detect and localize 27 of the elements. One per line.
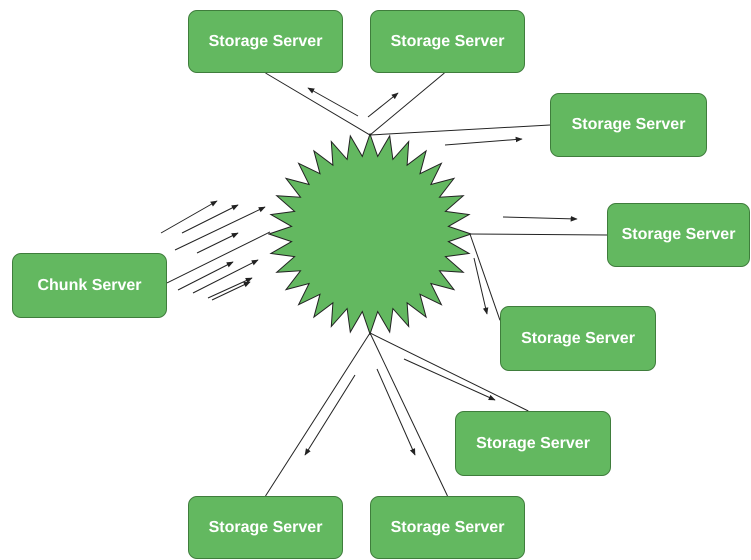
server-label: Storage Server — [208, 518, 322, 536]
connector-line — [166, 231, 271, 284]
server-box — [455, 411, 611, 476]
server-label: Chunk Server — [37, 276, 142, 294]
connector-line — [265, 332, 370, 496]
server-box — [188, 10, 343, 73]
server-box — [370, 496, 525, 559]
server-label: Storage Server — [476, 434, 590, 452]
connector-line — [469, 234, 608, 236]
server-label: Storage Server — [390, 518, 504, 536]
server-label: Storage Server — [572, 116, 686, 134]
server-box — [12, 253, 167, 318]
connector-line — [370, 332, 529, 412]
server-box — [500, 306, 656, 371]
connector-line — [370, 124, 550, 136]
server-box — [607, 203, 750, 267]
server-label: Storage Server — [521, 330, 635, 348]
server-box — [370, 10, 525, 73]
server-box — [188, 496, 343, 559]
server-label: Storage Server — [622, 226, 736, 244]
server-box — [550, 93, 707, 157]
connector-line — [370, 72, 445, 136]
server-label: Storage Server — [390, 32, 504, 50]
connector-line — [370, 332, 448, 496]
server-label: Storage Server — [208, 32, 322, 50]
connector-line — [265, 72, 370, 136]
connector-line — [469, 234, 500, 321]
